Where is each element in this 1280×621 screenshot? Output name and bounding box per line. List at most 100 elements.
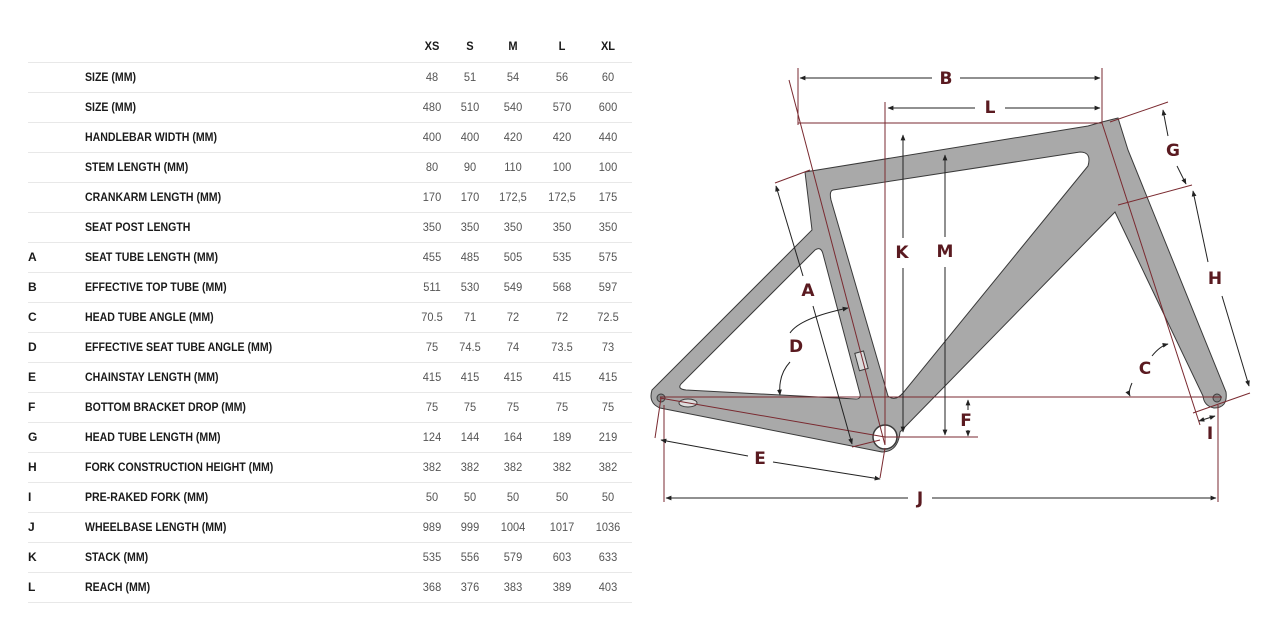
row-value: 455	[422, 250, 442, 264]
row-value: 74	[506, 340, 520, 354]
label-k: K	[895, 243, 909, 263]
row-value: 415	[422, 370, 442, 384]
row-label: PRE-RAKED FORK (MM)	[85, 490, 209, 504]
row-value: 556	[460, 550, 480, 564]
row-value: 415	[460, 370, 480, 384]
row-value: 600	[598, 100, 618, 114]
row-value: 511	[423, 280, 441, 294]
row-value: 60	[601, 70, 615, 84]
dimension-labels: B L K M A D F E J C G H I	[754, 69, 1222, 509]
row-value: 50	[425, 490, 439, 504]
row-label: SEAT POST LENGTH	[85, 220, 191, 234]
row-value: 389	[552, 580, 572, 594]
row-letter: E	[28, 370, 37, 384]
row-label: HEAD TUBE LENGTH (MM)	[85, 430, 221, 444]
row-value: 420	[503, 130, 523, 144]
dimension-arrows	[660, 75, 1250, 501]
row-letter: D	[28, 340, 37, 354]
row-value: 72	[506, 310, 520, 324]
row-value: 415	[552, 370, 572, 384]
row-value: 124	[422, 430, 442, 444]
row-value: 549	[503, 280, 523, 294]
size-header-xs: XS	[424, 39, 440, 53]
row-value: 73.5	[551, 340, 573, 354]
row-value: 50	[555, 490, 569, 504]
bottle-cage-mount	[854, 350, 869, 372]
row-value: 510	[460, 100, 480, 114]
bike-frame	[650, 117, 1227, 453]
row-letter: B	[28, 280, 37, 294]
row-value: 50	[506, 490, 520, 504]
row-value: 100	[598, 160, 618, 174]
row-value: 144	[460, 430, 480, 444]
row-value: 219	[598, 430, 618, 444]
row-value: 51	[463, 70, 477, 84]
row-value: 48	[425, 70, 439, 84]
label-j: J	[916, 489, 923, 509]
row-value: 376	[460, 580, 480, 594]
row-value: 382	[503, 460, 523, 474]
row-value: 350	[552, 220, 572, 234]
label-b: B	[940, 69, 953, 89]
row-label: CRANKARM LENGTH (MM)	[85, 190, 222, 204]
row-value: 383	[503, 580, 523, 594]
row-value: 70.5	[421, 310, 443, 324]
row-letter: I	[28, 490, 32, 504]
label-m: M	[937, 242, 954, 262]
row-value: 570	[552, 100, 572, 114]
row-value: 597	[598, 280, 618, 294]
row-value: 382	[598, 460, 618, 474]
row-label: REACH (MM)	[85, 580, 151, 594]
row-value: 485	[460, 250, 480, 264]
row-value: 50	[463, 490, 477, 504]
row-value: 175	[598, 190, 618, 204]
row-label: EFFECTIVE SEAT TUBE ANGLE (MM)	[85, 340, 273, 354]
row-label: STACK (MM)	[85, 550, 149, 564]
row-value: 54	[506, 70, 520, 84]
row-value: 170	[422, 190, 442, 204]
row-value: 575	[598, 250, 618, 264]
front-triangle-opening	[829, 151, 1090, 399]
row-letter: K	[28, 550, 37, 564]
row-value: 170	[460, 190, 480, 204]
row-value: 164	[503, 430, 523, 444]
row-value: 75	[463, 400, 477, 414]
row-label: FORK CONSTRUCTION HEIGHT (MM)	[85, 460, 274, 474]
row-letter: G	[28, 430, 38, 444]
row-letter: A	[28, 250, 37, 264]
frame-geometry-diagram: B L K M A D F E J C G H I	[650, 68, 1251, 509]
row-value: 382	[422, 460, 442, 474]
row-value: 350	[422, 220, 442, 234]
row-value: 989	[422, 520, 442, 534]
row-value: 382	[460, 460, 480, 474]
row-value: 400	[460, 130, 480, 144]
row-value: 72.5	[597, 310, 619, 324]
row-value: 568	[552, 280, 572, 294]
row-value: 72	[555, 310, 569, 324]
row-value: 505	[503, 250, 523, 264]
row-value: 75	[555, 400, 569, 414]
row-label: SEAT TUBE LENGTH (MM)	[85, 250, 218, 264]
row-label: EFFECTIVE TOP TUBE (MM)	[85, 280, 227, 294]
row-value: 172,5	[548, 190, 576, 204]
row-value: 382	[552, 460, 572, 474]
row-label: HANDLEBAR WIDTH (MM)	[85, 130, 217, 144]
row-value: 540	[503, 100, 523, 114]
row-value: 74.5	[459, 340, 481, 354]
row-value: 110	[504, 160, 522, 174]
row-value: 403	[598, 580, 618, 594]
row-value: 75	[601, 400, 615, 414]
table-row: A SEAT TUBE LENGTH (MM) 455 485 505 535 575	[28, 242, 632, 272]
row-value: 535	[552, 250, 572, 264]
row-value: 1036	[595, 520, 621, 534]
